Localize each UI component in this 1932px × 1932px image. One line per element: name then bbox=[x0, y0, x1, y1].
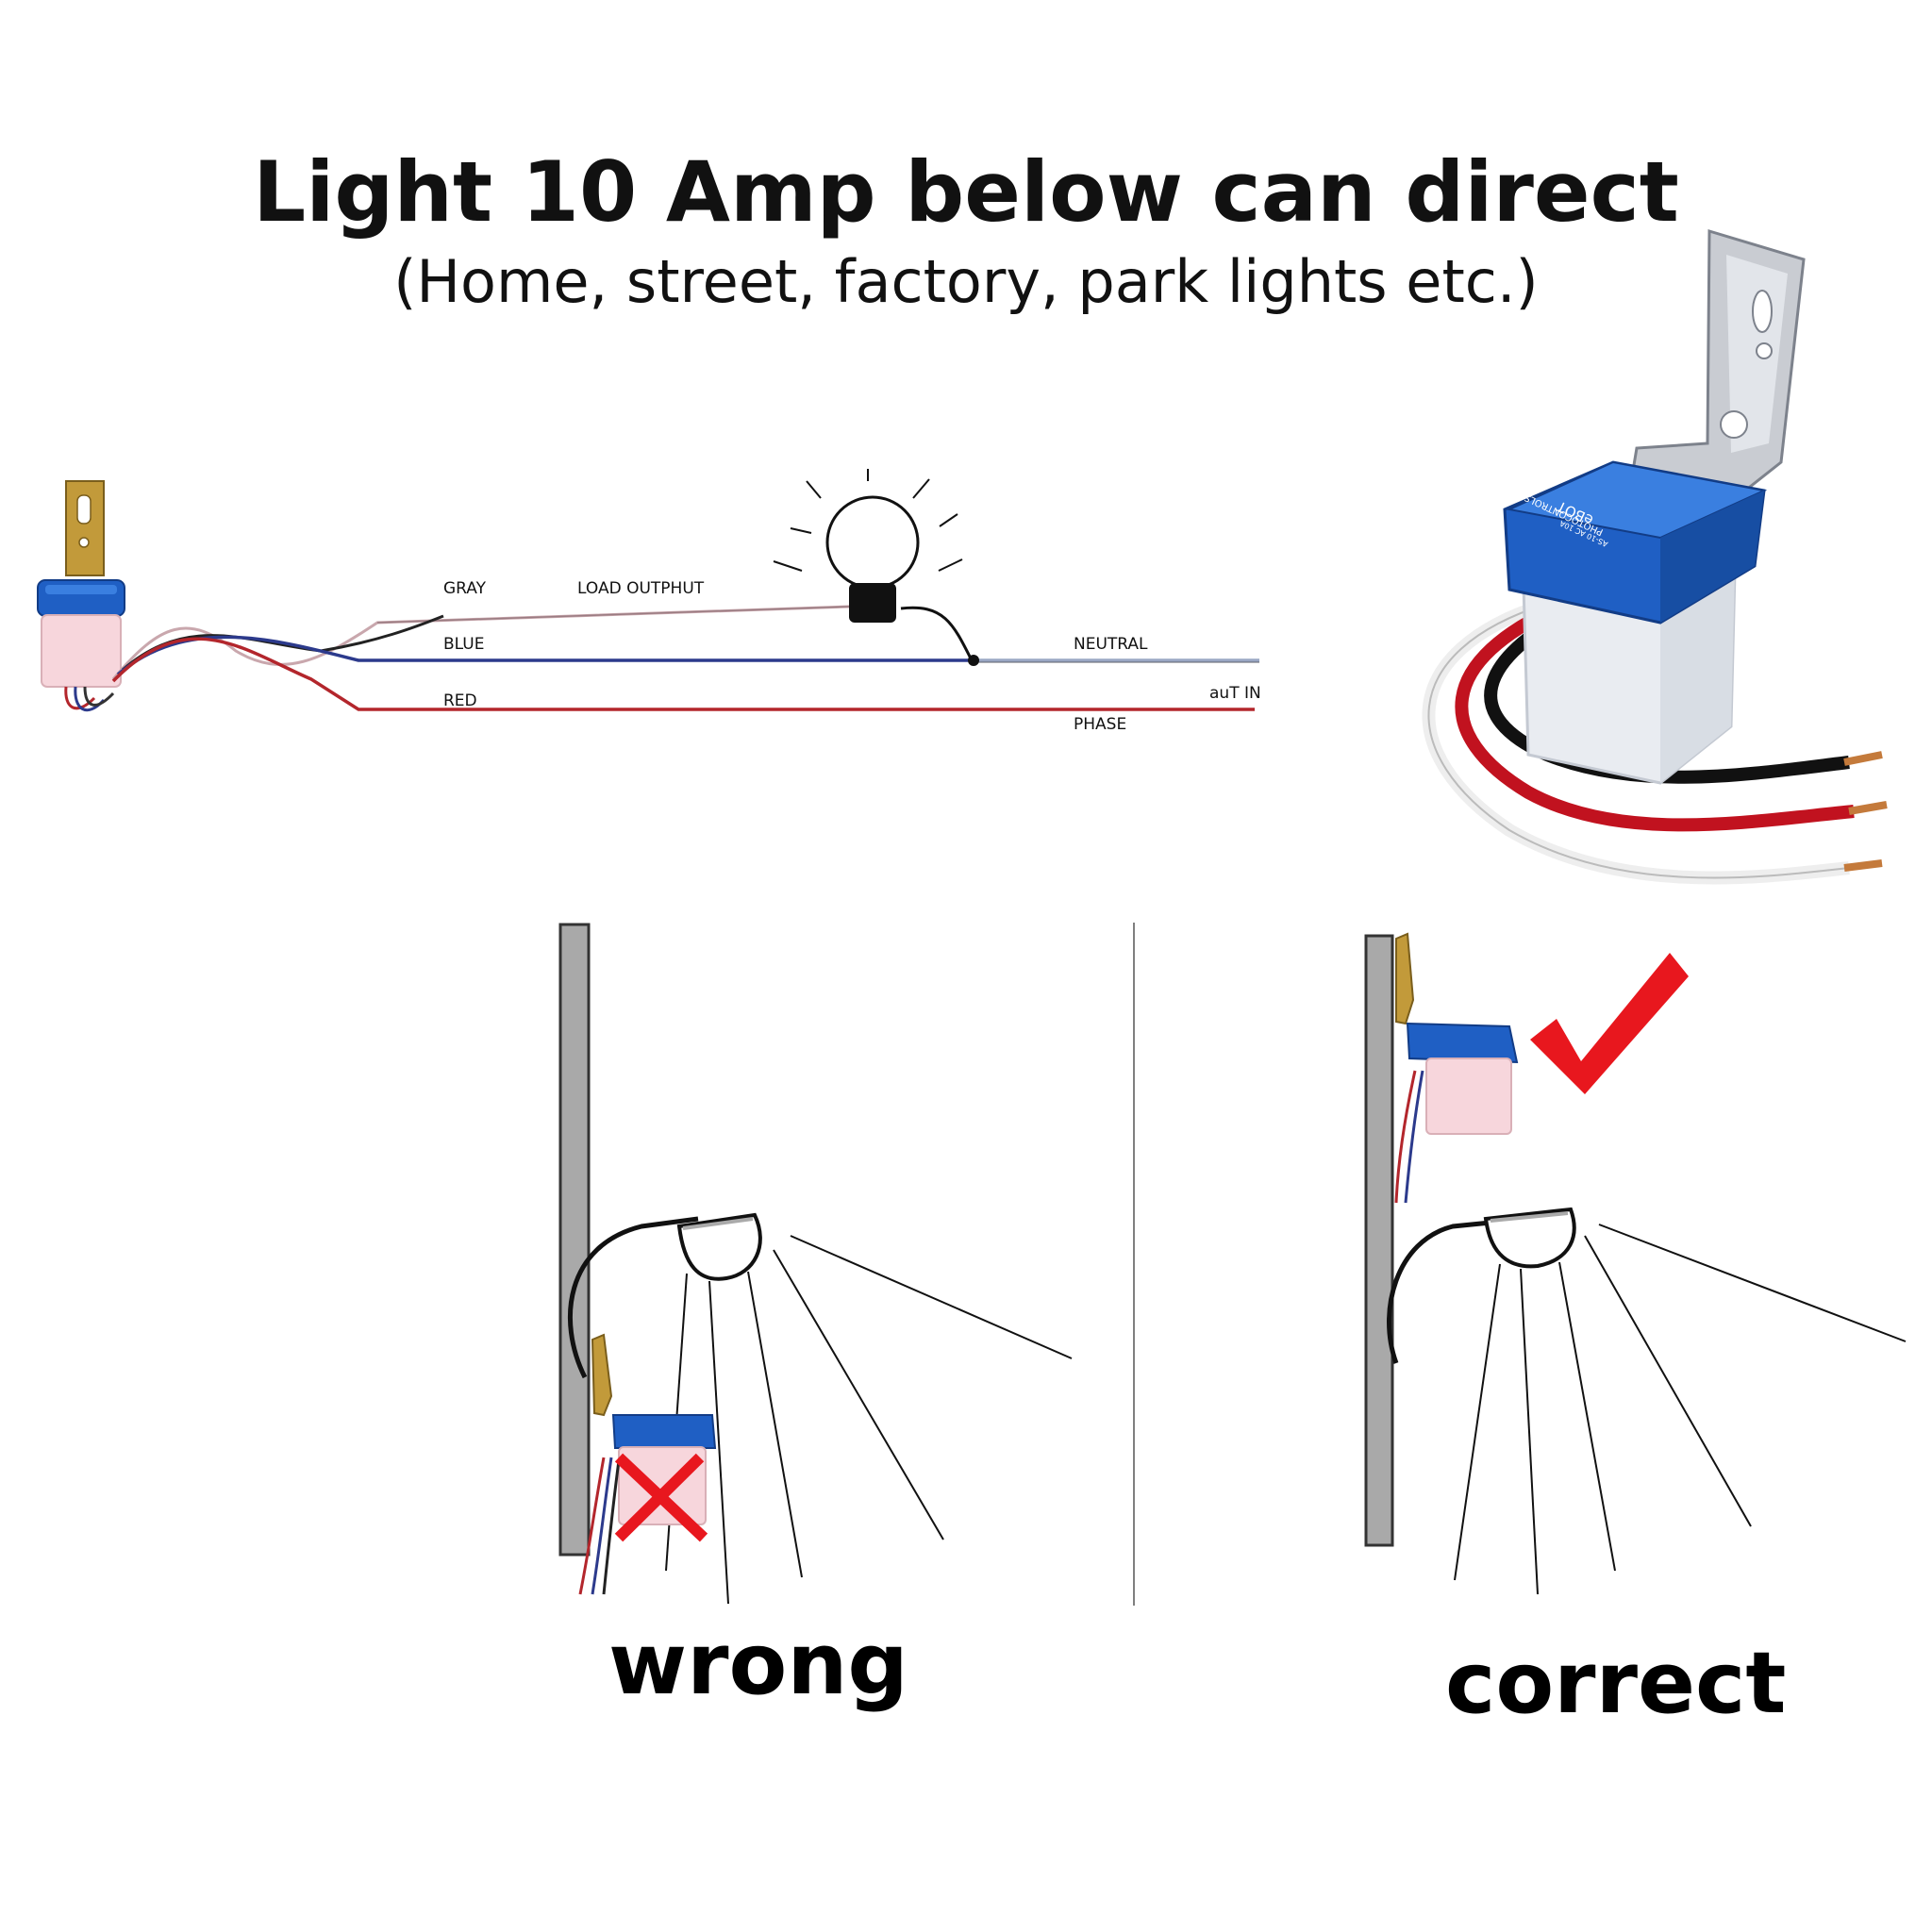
wire-labels: GRAY LOAD OUTPHUT BLUE NEUTRAL RED auT I… bbox=[443, 579, 1261, 734]
wrong-installation-panel bbox=[558, 923, 1073, 1605]
wall bbox=[1364, 934, 1394, 1547]
label-load-output: LOAD OUTPHUT bbox=[577, 579, 705, 598]
correct-installation-panel bbox=[1364, 932, 1907, 1595]
product-photocell-image: eBOT PHOTOCONTROLS AS-10 AC 10A bbox=[1422, 228, 1888, 885]
lamp-head bbox=[676, 1212, 762, 1281]
wiring-lines bbox=[111, 605, 1259, 711]
label-gray: GRAY bbox=[443, 579, 487, 598]
wrong-x-mark-icon bbox=[614, 1453, 708, 1542]
small-photocell-sensor bbox=[37, 480, 125, 712]
lamp-head bbox=[1483, 1207, 1576, 1269]
label-aut-in: auT IN bbox=[1209, 684, 1261, 703]
wrong-caption: wrong bbox=[608, 1615, 908, 1714]
wall bbox=[558, 923, 591, 1557]
photocell-sensor-correct bbox=[1394, 932, 1519, 1204]
label-red: RED bbox=[443, 691, 477, 710]
label-phase: PHASE bbox=[1074, 715, 1126, 734]
page-title: Light 10 Amp below can direct bbox=[253, 143, 1679, 241]
page-subtitle: (Home, street, factory, park lights etc.… bbox=[393, 247, 1539, 316]
correct-checkmark-icon bbox=[1530, 953, 1689, 1094]
correct-caption: correct bbox=[1445, 1634, 1787, 1733]
label-neutral: NEUTRAL bbox=[1074, 635, 1148, 654]
label-blue: BLUE bbox=[443, 635, 484, 654]
bulb-icon bbox=[773, 469, 963, 623]
